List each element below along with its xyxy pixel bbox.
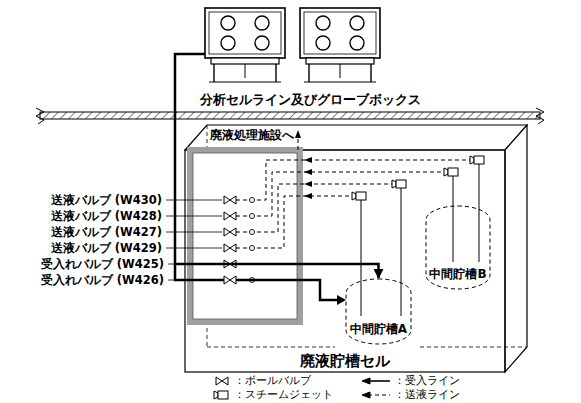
suction-pipe	[361, 164, 479, 316]
ball-valve	[224, 196, 236, 284]
steam-jet	[352, 156, 484, 200]
receive-line	[175, 264, 346, 305]
receive-pipe	[195, 53, 205, 56]
node-label: 中間貯槽A	[350, 322, 407, 336]
send-line	[236, 136, 470, 248]
equipment-group: 分析セルライン及びグローブボックス	[195, 4, 425, 108]
legend-text: ：受入ライン	[394, 374, 460, 388]
cell-outline	[185, 125, 527, 372]
glove-box	[300, 8, 380, 82]
floor-slab	[36, 108, 544, 124]
valve-label: 送液バルブ (W427)	[51, 225, 162, 239]
receive-line	[175, 54, 379, 278]
glove-box	[205, 8, 285, 82]
node-label: 廃液貯槽セル	[300, 354, 390, 368]
valve-label: 送液バルブ (W429)	[51, 241, 162, 255]
valve-label: 送液バルブ (W430)	[51, 193, 162, 207]
node-label: 分析セルライン及びグローブボックス	[200, 93, 421, 107]
legend-text: ：スチームジェット	[234, 388, 333, 402]
node-label: 中間貯槽B	[429, 267, 486, 281]
valve-label: 受入れバルブ (W426)	[41, 273, 164, 287]
send-arrowhead	[295, 130, 312, 199]
storage-tank: 中間貯槽A	[345, 278, 412, 345]
valve-label: 受入れバルブ (W425)	[41, 257, 164, 271]
destination-label: 廃液処理施設へ	[210, 128, 294, 142]
valve-dot	[250, 198, 255, 283]
cell-box: 廃液貯槽セル 中間貯槽A 中間貯槽B	[185, 150, 505, 372]
storage-tank: 中間貯槽B	[425, 205, 491, 290]
legend-text: ：ボールバルブ	[234, 374, 311, 388]
valve-label: 送液バルブ (W428)	[51, 209, 162, 223]
legend-text: ：送液ライン	[394, 388, 460, 402]
